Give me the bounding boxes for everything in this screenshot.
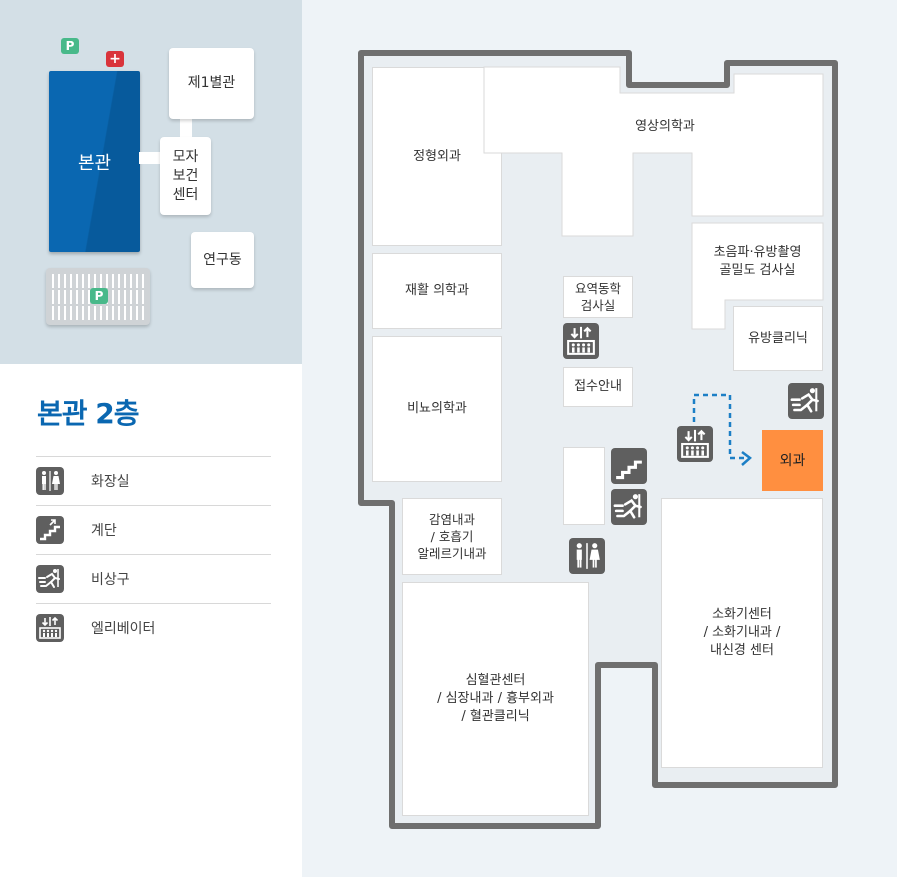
room-infection[interactable]: 감염내과 / 호흡기 알레르기내과 [402,498,502,575]
research-label: 연구동 [203,251,242,268]
room-ultrasound-label: 초음파·유방촬영 골밀도 검사실 [713,245,802,278]
room-breast-clinic[interactable]: 유방클리닉 [733,306,823,371]
legend-label-stairs: 계단 [91,523,117,539]
restroom-icon[interactable] [569,538,605,574]
room-reception-label: 접수안내 [574,379,622,394]
room-rehab[interactable]: 재활 의학과 [372,253,502,329]
room-infection-label: 감염내과 / 호흡기 알레르기내과 [417,512,487,561]
room-corridor-block [563,447,605,525]
elevator-icon[interactable] [563,323,599,359]
connector-annex-maternal [180,118,192,138]
room-urodynamics[interactable]: 요역동학 검사실 [563,276,633,318]
main-building-label: 본관 [77,152,112,174]
room-breast-clinic-label: 유방클리닉 [748,330,808,346]
connector-main-maternal [139,152,163,164]
campus-minimap: P + 본관 제1별관 모자 보건 센터 연구동 P [0,0,302,364]
legend-item-elevator: 엘리베이터 [36,603,271,653]
elevator-icon [36,614,64,642]
parking-badge-top: P [61,38,79,54]
parking-lot[interactable]: P [46,268,150,325]
parking-badge-lot: P [90,288,108,304]
stairs-icon [36,516,64,544]
annex1-building[interactable]: 제1별관 [169,48,254,119]
floor-title: 본관 2층 [37,397,140,430]
room-orthopedics[interactable]: 정형외과 [372,67,502,246]
emergency-exit-icon [36,565,64,593]
stairs-icon[interactable] [611,448,647,484]
room-digestive-label: 소화기센터 / 소화기내과 / 내신경 센터 [703,607,781,658]
room-digestive[interactable]: 소화기센터 / 소화기내과 / 내신경 센터 [661,498,823,768]
room-cardio[interactable]: 심혈관센터 / 심장내과 / 흉부외과 / 혈관클리닉 [402,582,589,816]
room-cardio-label: 심혈관센터 / 심장내과 / 흉부외과 / 혈관클리닉 [437,673,554,724]
maternal-center-building[interactable]: 모자 보건 센터 [160,137,211,215]
room-rehab-label: 재활 의학과 [405,283,469,298]
elevator-icon[interactable] [677,426,713,462]
restroom-icon [36,467,64,495]
maternal-center-label: 모자 보건 센터 [172,148,199,203]
legend-label-restroom: 화장실 [91,474,130,490]
emergency-exit-icon[interactable] [611,489,647,525]
legend-item-restroom: 화장실 [36,456,271,505]
legend-item-stairs: 계단 [36,505,271,554]
legend-label-elevator: 엘리베이터 [91,621,156,637]
room-urodynamics-label: 요역동학 검사실 [574,281,621,313]
room-surgery-label: 외과 [779,452,806,469]
legend-label-emergency-exit: 비상구 [91,572,130,588]
hospital-cross-icon: + [106,51,124,67]
room-surgery-highlight[interactable]: 외과 [762,430,823,491]
room-urology-label: 비뇨의학과 [407,401,467,416]
room-urology[interactable]: 비뇨의학과 [372,336,502,482]
annex1-label: 제1별관 [187,75,236,91]
research-building[interactable]: 연구동 [191,232,254,288]
room-radiology-label: 영상의학과 [635,119,695,134]
room-reception[interactable]: 접수안내 [563,367,633,407]
room-orthopedics-label: 정형외과 [413,148,461,164]
emergency-exit-icon[interactable] [788,383,824,419]
main-building[interactable]: 본관 [49,71,140,252]
legend-item-emergency-exit: 비상구 [36,554,271,603]
